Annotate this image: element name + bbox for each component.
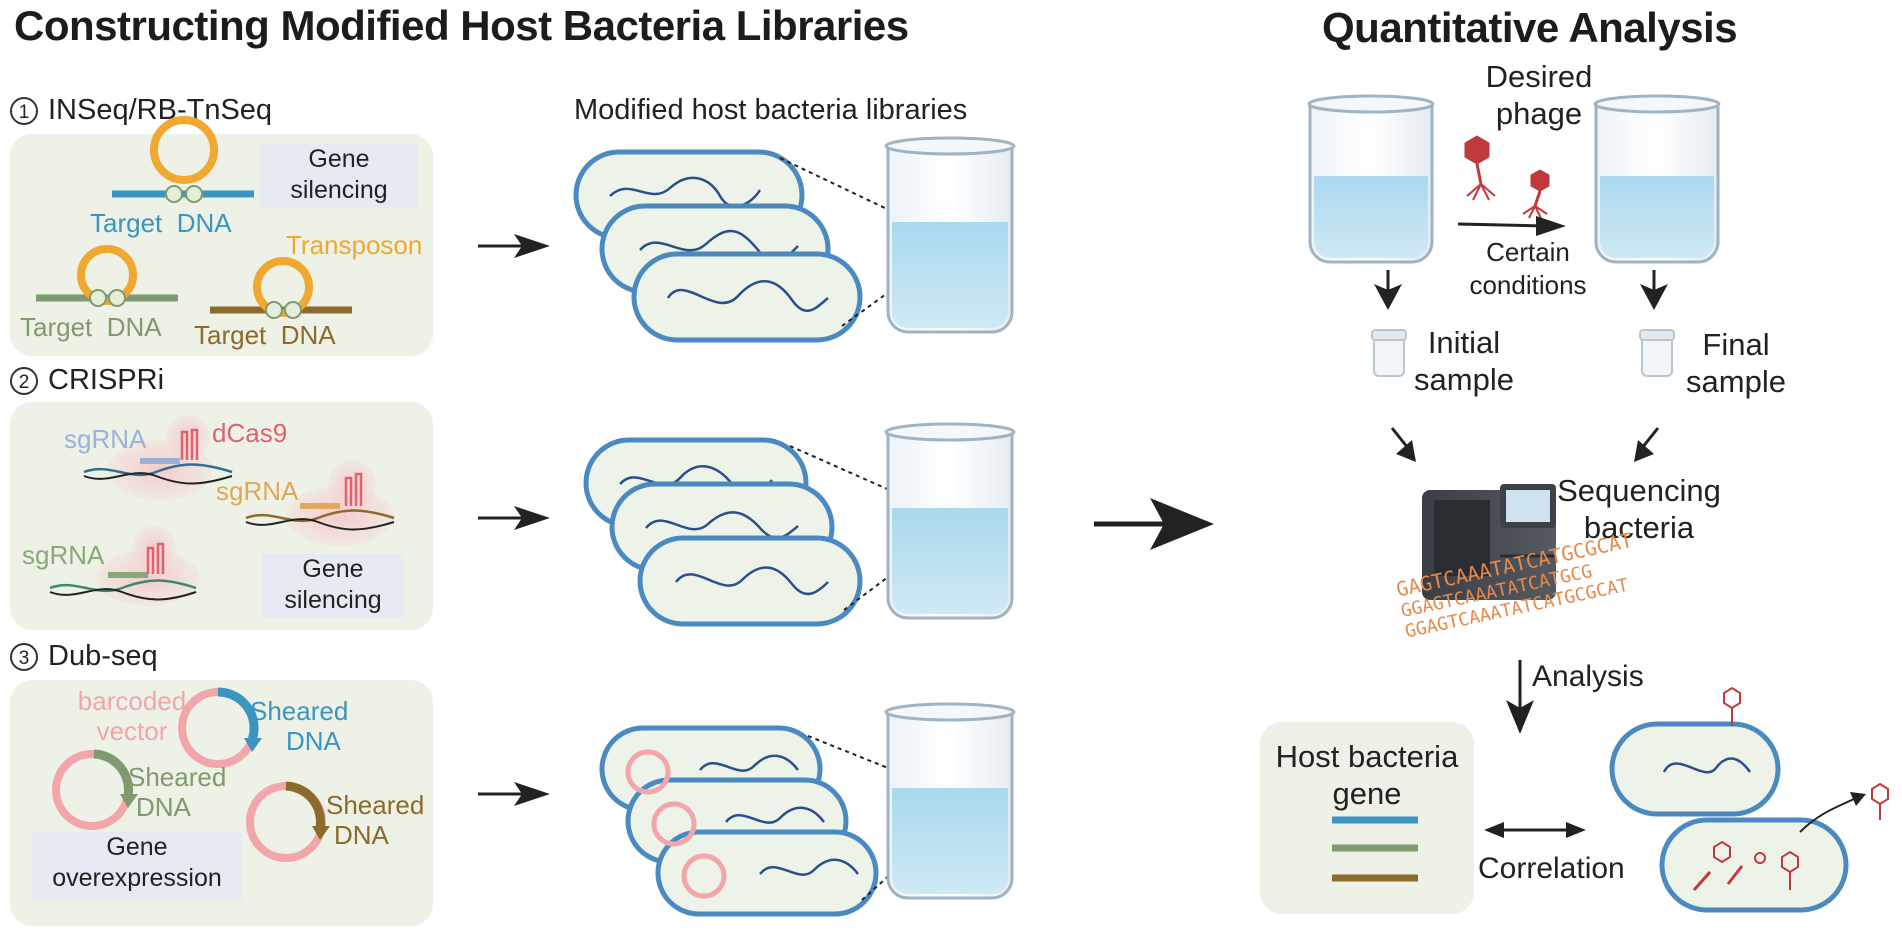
gene-overexpression-tag: Gene overexpression <box>32 832 242 900</box>
analysis-label: Analysis <box>1532 660 1644 693</box>
analysis-arrow <box>1506 660 1534 734</box>
sheared-word-1: Sheared <box>250 696 349 726</box>
phage-bacteria-top <box>1609 686 1781 817</box>
initial-sample-label: Initial sample <box>1404 324 1524 398</box>
dna-word-6: DNA <box>334 820 389 850</box>
bacteria-stack-3 <box>599 725 919 917</box>
inseq-gene-silencing-line2: silencing <box>290 176 388 204</box>
barcoded-vector-label: barcoded vector <box>62 686 202 746</box>
inseq-target-label-2: Target DNA <box>20 312 162 343</box>
overexpression-line2: overexpression <box>52 864 222 892</box>
section-2-number: 2 <box>10 367 38 396</box>
section-1-name: INSeq/RB-TnSeq <box>48 94 273 126</box>
sheared-dna-label-2: Sheared DNA <box>128 762 226 822</box>
sequencing-bacteria-label: Sequencing bacteria <box>1544 472 1734 546</box>
sequencer-arrows <box>1390 427 1660 462</box>
section-2-header: 2 CRISPRi <box>10 364 164 397</box>
desired-phage-line2: phage <box>1495 96 1583 131</box>
beaker-final <box>1593 94 1721 264</box>
initial-line1: Initial <box>1427 325 1501 360</box>
sheared-word-2: Sheared <box>128 762 227 792</box>
sheared-dna-label-1: Sheared DNA <box>250 696 348 756</box>
row-arrows <box>478 234 550 806</box>
beaker-2 <box>884 422 1016 620</box>
left-title: Constructing Modified Host Bacteria Libr… <box>14 2 909 49</box>
right-title: Quantitative Analysis <box>1322 4 1738 51</box>
phage-bacteria-bottom <box>1659 782 1889 913</box>
correlation-arrow <box>1484 822 1586 838</box>
crispri-gene-silencing-tag: Gene silencing <box>262 554 404 618</box>
bacteria-stack-1 <box>573 149 911 343</box>
inseq-target-label-1: Target DNA <box>90 208 232 239</box>
beaker-3 <box>884 702 1016 900</box>
overexpression-line1: Gene <box>106 833 168 861</box>
dna-word-2: DNA <box>106 312 162 342</box>
phage-icon <box>1464 135 1550 219</box>
sequencing-line2: bacteria <box>1583 510 1695 545</box>
section-1-header: 1 INSeq/RB-TnSeq <box>10 94 272 127</box>
sgrna-label-3: sgRNA <box>22 540 105 570</box>
final-line2: sample <box>1686 364 1786 399</box>
crispri-gene-silencing-line1: Gene <box>302 555 364 583</box>
tube-icon-initial <box>1371 329 1407 377</box>
section-1-number: 1 <box>10 97 38 126</box>
final-sample-label: Final sample <box>1676 326 1796 400</box>
barcoded-line2: vector <box>96 716 168 746</box>
host-gene-lines <box>1332 816 1418 882</box>
section-3-number: 3 <box>10 643 38 672</box>
transposon-label: Transposon <box>286 230 423 260</box>
dcas9-label: dCas9 <box>212 418 288 448</box>
sgrna-label-2: sgRNA <box>216 476 299 506</box>
conditions-line1: Certain <box>1486 237 1570 267</box>
conditions-arrow <box>1457 216 1566 236</box>
sequencing-line1: Sequencing <box>1557 473 1721 508</box>
tube-icon-final <box>1639 329 1675 377</box>
bacteria-stack-2 <box>583 437 913 627</box>
dubseq-diagram <box>52 687 330 862</box>
initial-line2: sample <box>1414 362 1514 397</box>
big-arrow <box>1094 498 1214 550</box>
dna-word-1: DNA <box>176 208 232 238</box>
sequencer-icon <box>1422 484 1556 600</box>
section-3-header: 3 Dub-seq <box>10 640 158 673</box>
barcoded-line1: barcoded <box>77 686 187 716</box>
host-gene-line1: Host bacteria <box>1275 739 1459 774</box>
dna-word-4: DNA <box>286 726 341 756</box>
inseq-gene-silencing-tag: Gene silencing <box>260 144 418 208</box>
conditions-label: Certain conditions <box>1458 236 1598 302</box>
conditions-line2: conditions <box>1469 270 1587 300</box>
crispri-diagram <box>49 415 395 606</box>
target-word-2: Target <box>20 312 93 342</box>
final-line1: Final <box>1702 327 1770 362</box>
desired-phage-label: Desired phage <box>1454 58 1624 132</box>
desired-phage-line1: Desired <box>1485 59 1593 94</box>
sheared-dna-label-3: Sheared DNA <box>326 790 424 850</box>
inseq-diagram <box>36 116 352 319</box>
beaker-initial <box>1307 94 1435 264</box>
target-word-3: Target <box>194 320 267 350</box>
inseq-target-label-3: Target DNA <box>194 320 336 351</box>
sheared-word-3: Sheared <box>326 790 425 820</box>
down-arrows <box>1374 270 1668 310</box>
libraries-label: Modified host bacteria libraries <box>574 94 968 126</box>
dna-word-5: DNA <box>136 792 191 822</box>
inseq-gene-silencing-line1: Gene <box>308 145 370 173</box>
crispri-gene-silencing-line2: silencing <box>284 586 382 614</box>
target-word-1: Target <box>90 208 163 238</box>
dna-word-3: DNA <box>280 320 336 350</box>
sgrna-label-1: sgRNA <box>64 424 147 454</box>
section-3-name: Dub-seq <box>48 640 158 672</box>
beaker-1 <box>884 136 1016 334</box>
host-bacteria-gene-label: Host bacteria gene <box>1262 738 1472 812</box>
section-2-name: CRISPRi <box>48 364 165 396</box>
correlation-label: Correlation <box>1478 852 1625 885</box>
host-gene-line2: gene <box>1332 776 1402 811</box>
